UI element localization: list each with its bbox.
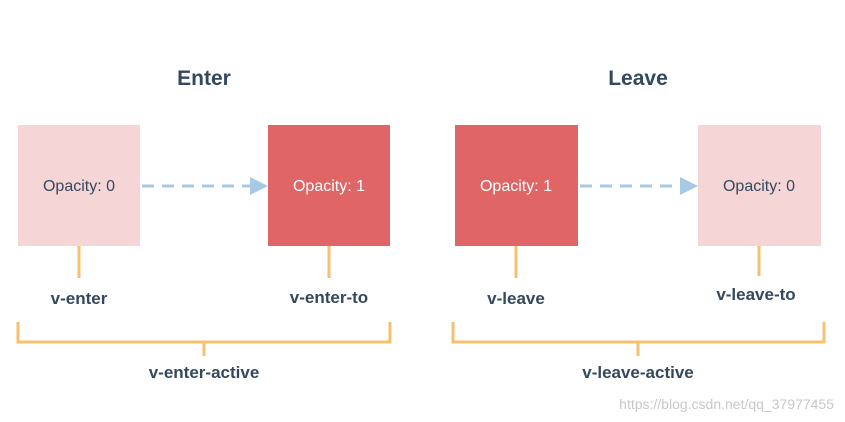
enter-from-box	[18, 125, 140, 246]
enter-active-label: v-enter-active	[149, 363, 260, 382]
leave-group: Opacity: 1 Opacity: 0 v-leave v-leave-to…	[451, 125, 826, 382]
enter-to-box-text: Opacity: 1	[293, 178, 365, 195]
enter-from-label: v-enter	[51, 289, 108, 308]
enter-active-bracket	[16, 322, 392, 344]
enter-group: Opacity: 0 Opacity: 1 v-enter v-enter-to…	[16, 125, 392, 382]
leave-active-label: v-leave-active	[582, 363, 694, 382]
leave-from-box-text: Opacity: 1	[480, 178, 552, 195]
leave-to-box-text: Opacity: 0	[723, 178, 795, 195]
leave-from-box	[455, 125, 578, 246]
enter-arrow-head	[250, 177, 268, 195]
enter-from-box-text: Opacity: 0	[43, 178, 115, 195]
enter-to-box	[268, 125, 390, 246]
leave-arrow-head	[680, 177, 698, 195]
leave-to-box	[698, 125, 821, 246]
enter-to-label: v-enter-to	[290, 288, 368, 307]
watermark-text: https://blog.csdn.net/qq_37977455	[619, 396, 834, 412]
enter-title: Enter	[177, 67, 231, 90]
leave-from-label: v-leave	[487, 289, 545, 308]
leave-title: Leave	[608, 67, 668, 90]
leave-to-label: v-leave-to	[716, 285, 795, 304]
leave-active-bracket	[451, 322, 826, 344]
